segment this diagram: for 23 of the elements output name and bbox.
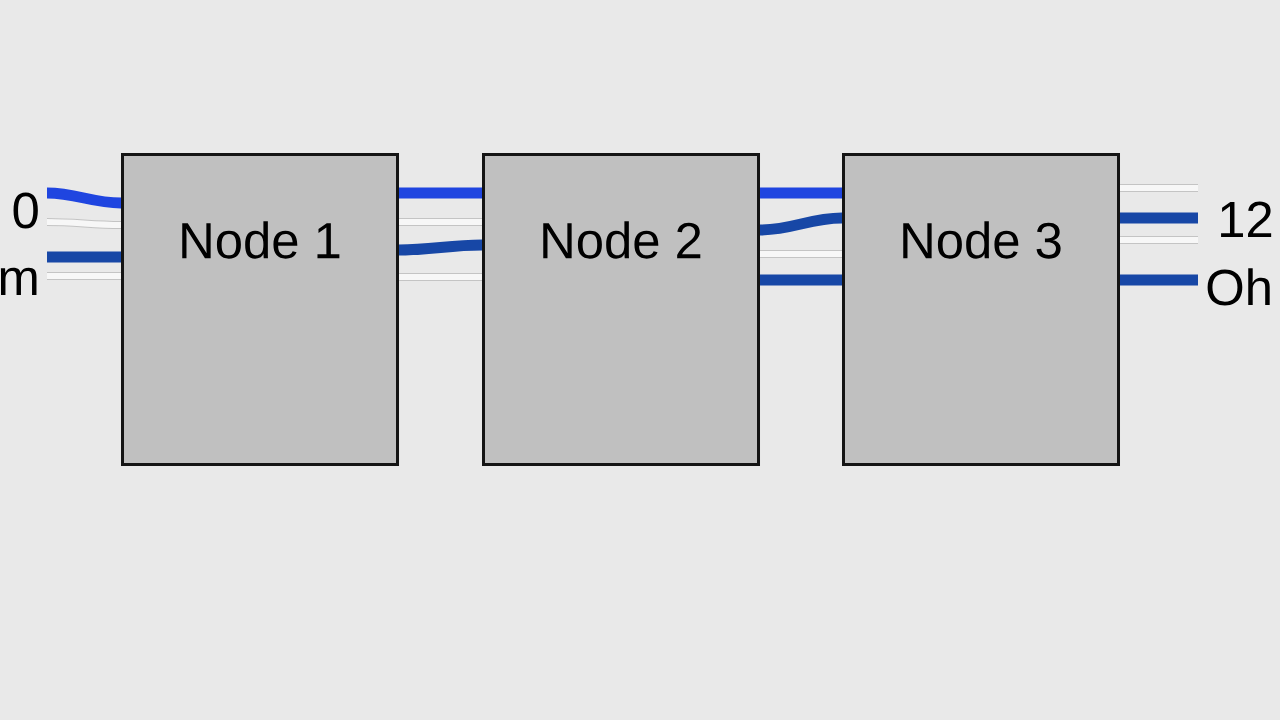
wire-label: 0 xyxy=(13,192,38,229)
wire-label: 12 xyxy=(1221,201,1272,237)
wire xyxy=(1120,274,1198,286)
wire xyxy=(399,273,482,281)
wire xyxy=(760,187,842,199)
wire xyxy=(1120,212,1198,224)
wire-label: Oh xyxy=(1207,268,1270,306)
node-box: Node 1 xyxy=(121,153,399,466)
wire xyxy=(1120,184,1198,192)
wire xyxy=(1120,236,1198,244)
wire xyxy=(47,251,121,263)
wire xyxy=(399,218,482,226)
wire xyxy=(760,274,842,286)
wire xyxy=(760,250,842,258)
node-box: Node 2 xyxy=(482,153,760,466)
wire xyxy=(47,272,121,280)
wire xyxy=(759,212,843,236)
wire xyxy=(46,187,122,209)
wire-label: m xyxy=(0,267,37,295)
wire xyxy=(399,187,482,199)
wire xyxy=(398,239,483,256)
node-box: Node 3 xyxy=(842,153,1120,466)
wire xyxy=(47,218,122,229)
